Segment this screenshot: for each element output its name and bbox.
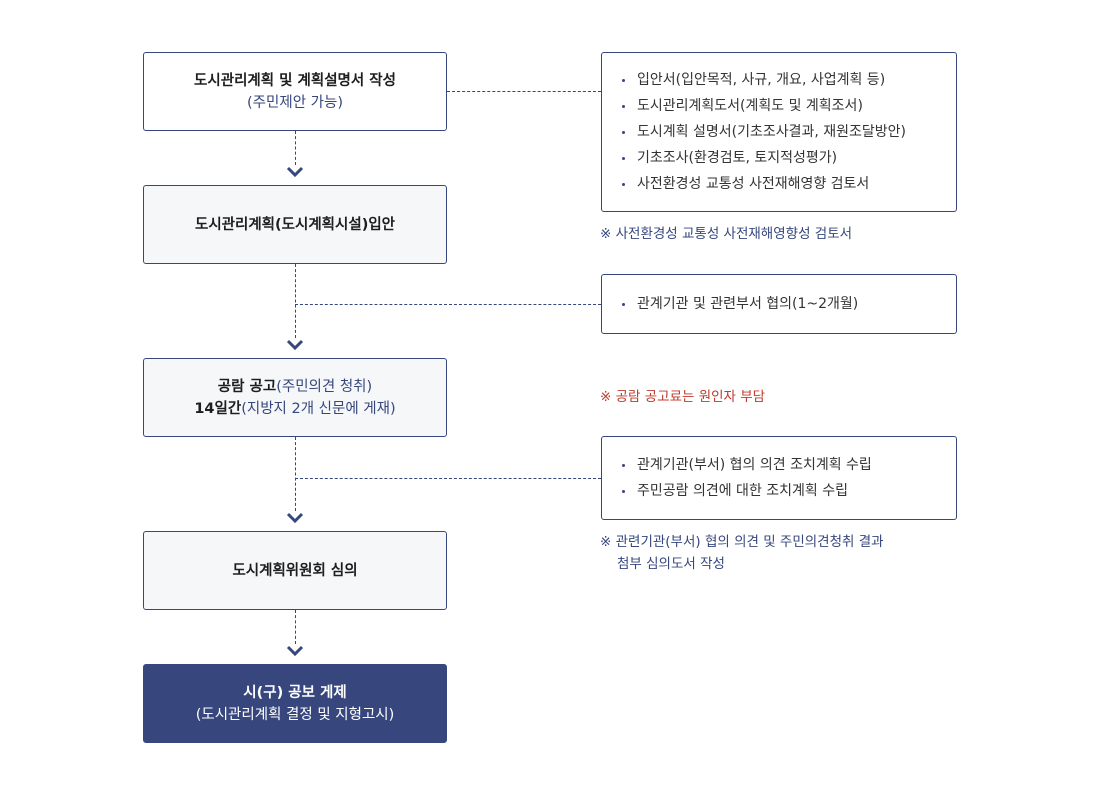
step-public-notice: 공람 공고(주민의견 청취) 14일간(지방지 2개 신문에 게재) bbox=[143, 358, 447, 437]
chevron-down-icon bbox=[286, 512, 304, 524]
list-item: 기초조사(환경검토, 토지적성평가) bbox=[622, 145, 906, 171]
step-publication: 시(구) 공보 게제 (도시관리계획 결정 및 지형고시) bbox=[143, 664, 447, 743]
document-list: 입안서(입안목적, 사규, 개요, 사업계획 등) 도시관리계획도서(계획도 및… bbox=[622, 67, 906, 197]
connector-line bbox=[295, 610, 296, 644]
note-review-documents: ※ 사전환경성 교통성 사전재해영향성 검토서 bbox=[600, 226, 853, 242]
list-item: 도시관리계획도서(계획도 및 계획조서) bbox=[622, 93, 906, 119]
step-title: 14일간 bbox=[194, 400, 242, 417]
note-line: 첨부 심의도서 작성 bbox=[617, 556, 725, 572]
step-title: 도시계획위원회 심의 bbox=[232, 562, 358, 579]
step-title: 도시관리계획 및 계획설명서 작성 bbox=[194, 72, 396, 89]
step-subtitle: (지방지 2개 신문에 게재) bbox=[241, 400, 396, 417]
connector-line bbox=[447, 91, 601, 92]
chevron-down-icon bbox=[286, 339, 304, 351]
connector-line bbox=[295, 478, 601, 479]
step-subtitle: (주민제안 가능) bbox=[247, 94, 343, 111]
note-notice-fee: ※ 공람 공고료는 원인자 부담 bbox=[600, 389, 766, 405]
list-item: 관계기관 및 관련부서 협의(1~2개월) bbox=[622, 291, 858, 317]
side-box-action-plans: 관계기관(부서) 협의 의견 조치계획 수립 주민공람 의견에 대한 조치계획 … bbox=[601, 436, 957, 520]
list-item: 도시계획 설명서(기초조사결과, 재원조달방안) bbox=[622, 119, 906, 145]
list-item: 사전환경성 교통성 사전재해영향 검토서 bbox=[622, 171, 906, 197]
list-item: 입안서(입안목적, 사규, 개요, 사업계획 등) bbox=[622, 67, 906, 93]
step-subtitle: (도시관리계획 결정 및 지형고시) bbox=[195, 706, 395, 723]
step-title: 도시관리계획(도시계획시설)입안 bbox=[194, 216, 395, 233]
step-subtitle: (주민의견 청취) bbox=[276, 378, 373, 395]
connector-line bbox=[295, 264, 296, 338]
note-line: ※ 관련기관(부서) 협의 의견 및 주민의견청취 결과 bbox=[600, 534, 884, 550]
side-box-documents: 입안서(입안목적, 사규, 개요, 사업계획 등) 도시관리계획도서(계획도 및… bbox=[601, 52, 957, 212]
action-plan-list: 관계기관(부서) 협의 의견 조치계획 수립 주민공람 의견에 대한 조치계획 … bbox=[622, 452, 872, 504]
step-plan-writing: 도시관리계획 및 계획설명서 작성 (주민제안 가능) bbox=[143, 52, 447, 131]
chevron-down-icon bbox=[286, 166, 304, 178]
list-item: 관계기관(부서) 협의 의견 조치계획 수립 bbox=[622, 452, 872, 478]
step-line: 14일간(지방지 2개 신문에 게재) bbox=[194, 398, 395, 420]
note-review-attachment: ※ 관련기관(부서) 협의 의견 및 주민의견청취 결과 첨부 심의도서 작성 bbox=[600, 531, 884, 575]
step-committee-review: 도시계획위원회 심의 bbox=[143, 531, 447, 610]
step-title: 시(구) 공보 게제 bbox=[243, 684, 347, 701]
chevron-down-icon bbox=[286, 645, 304, 657]
list-item: 주민공람 의견에 대한 조치계획 수립 bbox=[622, 478, 872, 504]
connector-line bbox=[295, 131, 296, 165]
side-box-consultation: 관계기관 및 관련부서 협의(1~2개월) bbox=[601, 274, 957, 334]
step-title: 공람 공고 bbox=[217, 378, 277, 395]
step-proposal: 도시관리계획(도시계획시설)입안 bbox=[143, 185, 447, 264]
step-line: 공람 공고(주민의견 청취) bbox=[218, 376, 372, 398]
connector-line bbox=[295, 437, 296, 511]
connector-line bbox=[295, 304, 601, 305]
consultation-list: 관계기관 및 관련부서 협의(1~2개월) bbox=[622, 291, 858, 317]
